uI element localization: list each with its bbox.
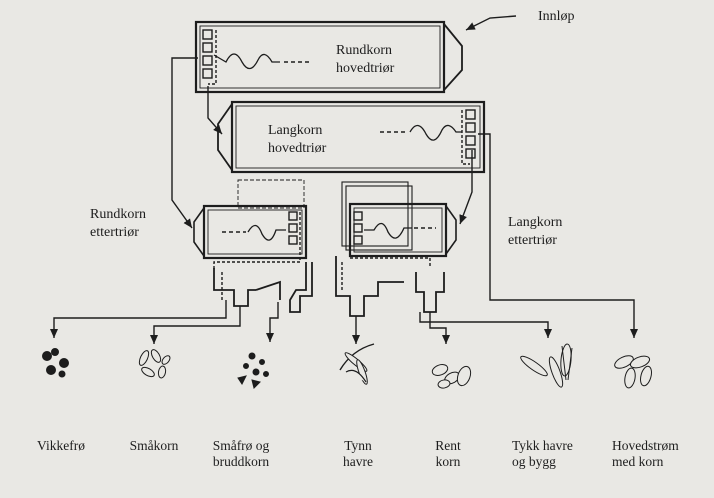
output-tykk-havre-line2: og bygg (512, 454, 556, 469)
output-tykk-havre-line1: Tykk havre (512, 438, 573, 453)
thick-oats-barley-icon (520, 343, 573, 388)
output-label-rent-korn: Rent korn (420, 438, 476, 470)
flow-main-long-main-stream (478, 133, 638, 338)
small-grain-icon (138, 349, 171, 379)
after-long-cylinder (335, 181, 457, 317)
output-rent-korn-line1: Rent (435, 438, 461, 453)
after-round-label-line2: ettertriør (90, 225, 139, 240)
output-label-tykk-havre: Tykk havre og bygg (512, 438, 592, 470)
flow-main-long-to-after-long (459, 150, 473, 225)
output-label-vikkefro: Vikkefrø (26, 438, 96, 454)
output-smafro-line2: bruddkorn (212, 454, 270, 469)
output-smafro-line1: Småfrø og (212, 438, 270, 453)
main-long-label-line1: Langkorn (268, 123, 323, 138)
small-seeds-broken-grain-icon (237, 352, 269, 389)
output-label-tynn-havre: Tynn havre (326, 438, 390, 470)
main-round-label-line1: Rundkorn (336, 43, 392, 58)
vetch-seeds-icon (42, 348, 69, 378)
main-round-label-line2: hovedtriør (336, 61, 395, 76)
flow-main-round-to-main-long (207, 86, 223, 135)
after-round-label-line1: Rundkorn (90, 207, 146, 222)
output-tynn-havre-line1: Tynn (344, 438, 372, 453)
output-smakorn-line1: Småkorn (129, 438, 179, 453)
output-label-smafro: Småfrø og bruddkorn (200, 438, 282, 470)
main-grain-stream-icon (614, 355, 652, 389)
output-vikkefro-line1: Vikkefrø (37, 438, 85, 453)
flow-vikkefro (50, 300, 227, 338)
flow-main-round-to-after-round (171, 57, 198, 229)
inlet-label: Innløp (538, 9, 575, 24)
flow-smafro (266, 302, 279, 342)
main-long-label-line2: hovedtriør (268, 141, 327, 156)
after-round-cylinder (193, 179, 313, 313)
output-hovedstrom-line1: Hovedstrøm (612, 438, 679, 453)
after-long-label-line1: Langkorn (508, 215, 563, 230)
thin-oats-icon (339, 343, 375, 385)
clean-grain-icon (431, 364, 472, 389)
inlet-arrow (465, 15, 517, 31)
after-long-label-line2: ettertriør (508, 233, 557, 248)
main-long-cylinder (217, 100, 486, 174)
flow-tykk-havre (419, 312, 552, 338)
output-label-smakorn: Småkorn (116, 438, 192, 454)
output-label-hovedstrom: Hovedstrøm med korn (612, 438, 704, 470)
output-rent-korn-line2: korn (435, 454, 461, 469)
main-round-cylinder (194, 20, 463, 94)
flow-smakorn (150, 306, 241, 344)
flow-rent-korn (429, 312, 450, 344)
output-tynn-havre-line2: havre (343, 454, 373, 469)
output-hovedstrom-line2: med korn (612, 454, 664, 469)
